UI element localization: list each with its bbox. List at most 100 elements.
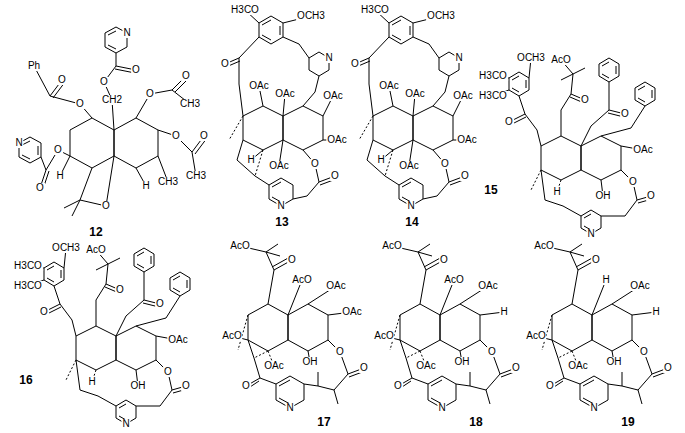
atom-label: N <box>276 201 285 211</box>
atom-label: AcO <box>533 241 554 251</box>
atom-label: AcO <box>381 241 402 251</box>
atom-label: AcO <box>291 275 312 285</box>
atom-label: H3CO <box>478 71 508 81</box>
atom-label: O <box>145 89 155 99</box>
atom-label: H <box>55 171 64 181</box>
atom-label: O <box>487 347 497 357</box>
atom-label: N <box>437 403 446 413</box>
atom-label: O <box>220 59 230 69</box>
compound-number: 15 <box>483 184 498 196</box>
atom-label: CH3 <box>179 99 201 109</box>
atom-label: H <box>552 187 561 197</box>
atom-label: OCH3 <box>296 11 326 21</box>
compound-number: 18 <box>468 416 483 428</box>
atom-label: CH3 <box>185 171 207 181</box>
atom-label: O <box>57 75 67 85</box>
atom-label: H3CO <box>230 5 260 15</box>
atom-label: O <box>663 363 673 373</box>
atom-label: O <box>545 381 555 391</box>
atom-label: OAc <box>378 81 399 91</box>
atom-label: OAc <box>452 91 473 101</box>
atom-label: O <box>39 307 49 317</box>
atom-label: O <box>393 381 403 391</box>
atom-label: OH <box>454 357 471 367</box>
atom-label: O <box>53 145 63 155</box>
atom-label: N <box>586 229 595 239</box>
atom-label: O <box>181 381 191 391</box>
atom-label: OAc <box>167 335 188 345</box>
atom-label: O <box>591 255 601 265</box>
atom-label: O <box>287 255 297 265</box>
structure-19 <box>536 244 669 408</box>
atom-label: OAc <box>632 145 653 155</box>
atom-label: AcO <box>443 275 464 285</box>
structure-13 <box>225 10 337 206</box>
atom-label: O <box>163 367 173 377</box>
compound-number: 17 <box>316 416 331 428</box>
compound-number: 14 <box>404 216 419 228</box>
atom-label: O <box>155 299 165 309</box>
atom-label: OAc <box>629 281 650 291</box>
atom-label: AcO <box>221 331 242 341</box>
atom-label: O <box>439 255 449 265</box>
atom-label: N <box>406 201 415 211</box>
structure-18 <box>384 244 517 408</box>
atom-label: OAc <box>341 307 362 317</box>
atom-label: O <box>504 117 514 127</box>
atom-label: O <box>580 95 590 105</box>
atom-label: OH <box>302 357 319 367</box>
atom-label: OAc <box>322 91 343 101</box>
atom-label: H <box>499 307 508 317</box>
atom-label: N <box>589 403 598 413</box>
atom-label: OAc <box>415 361 436 371</box>
atom-label: OH <box>606 357 623 367</box>
atom-label: OAc <box>326 135 347 145</box>
atom-label: AcO <box>525 331 546 341</box>
atom-label: OAc <box>268 161 289 171</box>
atom-label: O <box>241 381 251 391</box>
atom-label: N <box>454 53 463 63</box>
atom-label: OAc <box>404 89 425 99</box>
atom-label: OH <box>595 191 612 201</box>
atom-label: H <box>601 275 610 285</box>
atom-label: Ph <box>27 61 41 71</box>
compound-number: 13 <box>274 216 289 228</box>
atom-label: H <box>246 155 255 165</box>
atom-label: H3CO <box>13 281 43 291</box>
atom-label: O <box>75 99 85 109</box>
atom-label: H <box>651 307 660 317</box>
atom-label: O <box>440 159 450 169</box>
atom-label: AcO <box>373 331 394 341</box>
atom-label: OCH3 <box>51 243 81 253</box>
atom-label: O <box>131 65 141 75</box>
atom-label: OAc <box>567 361 588 371</box>
atom-label: O <box>639 347 649 357</box>
structure-16 <box>28 248 190 424</box>
atom-label: OAc <box>325 281 346 291</box>
atom-label: H <box>87 377 96 387</box>
atom-label: H3CO <box>13 261 43 271</box>
atom-label: OAc <box>477 281 498 291</box>
compound-number: 16 <box>18 374 33 386</box>
atom-label: N <box>285 403 294 413</box>
atom-label: O <box>359 363 369 373</box>
atom-label: AcO <box>85 245 106 255</box>
atom-label: OH <box>130 381 147 391</box>
structure-12 <box>19 27 207 216</box>
atom-label: O <box>350 59 360 69</box>
atom-label: O <box>99 77 109 87</box>
atom-label: N <box>324 53 333 63</box>
atom-label: H3CO <box>478 91 508 101</box>
atom-label: O <box>460 171 470 181</box>
atom-label: OAc <box>274 89 295 99</box>
atom-label: O <box>646 191 656 201</box>
atom-label: N <box>121 419 130 429</box>
atom-label: O <box>628 177 638 187</box>
atom-label: N <box>122 28 131 38</box>
atom-label: CH3 <box>157 177 179 187</box>
atom-label: OCH3 <box>426 11 456 21</box>
atom-label: OAc <box>263 361 284 371</box>
atom-label: N <box>14 138 23 148</box>
atom-label: OAc <box>456 135 477 145</box>
